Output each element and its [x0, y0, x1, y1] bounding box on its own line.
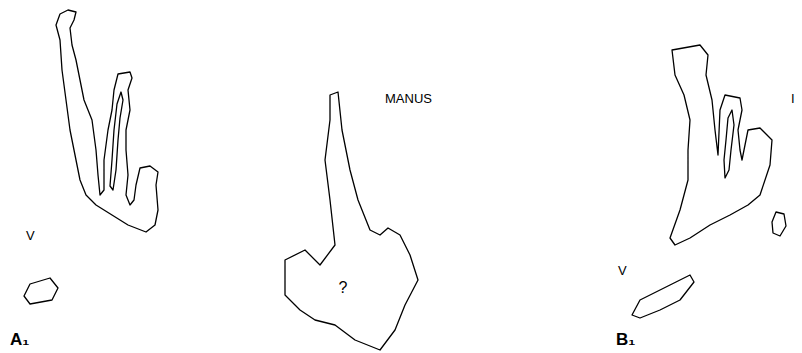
- manus-shape: [280, 88, 422, 352]
- question-mark: ?: [339, 280, 348, 296]
- manus-path: [285, 92, 418, 350]
- view-label: V: [618, 264, 627, 277]
- impression-outline: [24, 278, 58, 304]
- figure-label: B₁: [616, 331, 635, 348]
- manus-outline: ?: [280, 88, 422, 352]
- digit-outline: [724, 110, 734, 178]
- view-label: I: [791, 92, 795, 105]
- digit-outline: [110, 92, 123, 190]
- impression-outline: [632, 275, 694, 318]
- pes-outline: [56, 10, 158, 232]
- view-label: V: [26, 229, 35, 242]
- pes-outline: [670, 45, 772, 245]
- figure-label: A₁: [10, 331, 29, 348]
- part-name: MANUS: [385, 92, 432, 105]
- impression-outline: [772, 212, 786, 236]
